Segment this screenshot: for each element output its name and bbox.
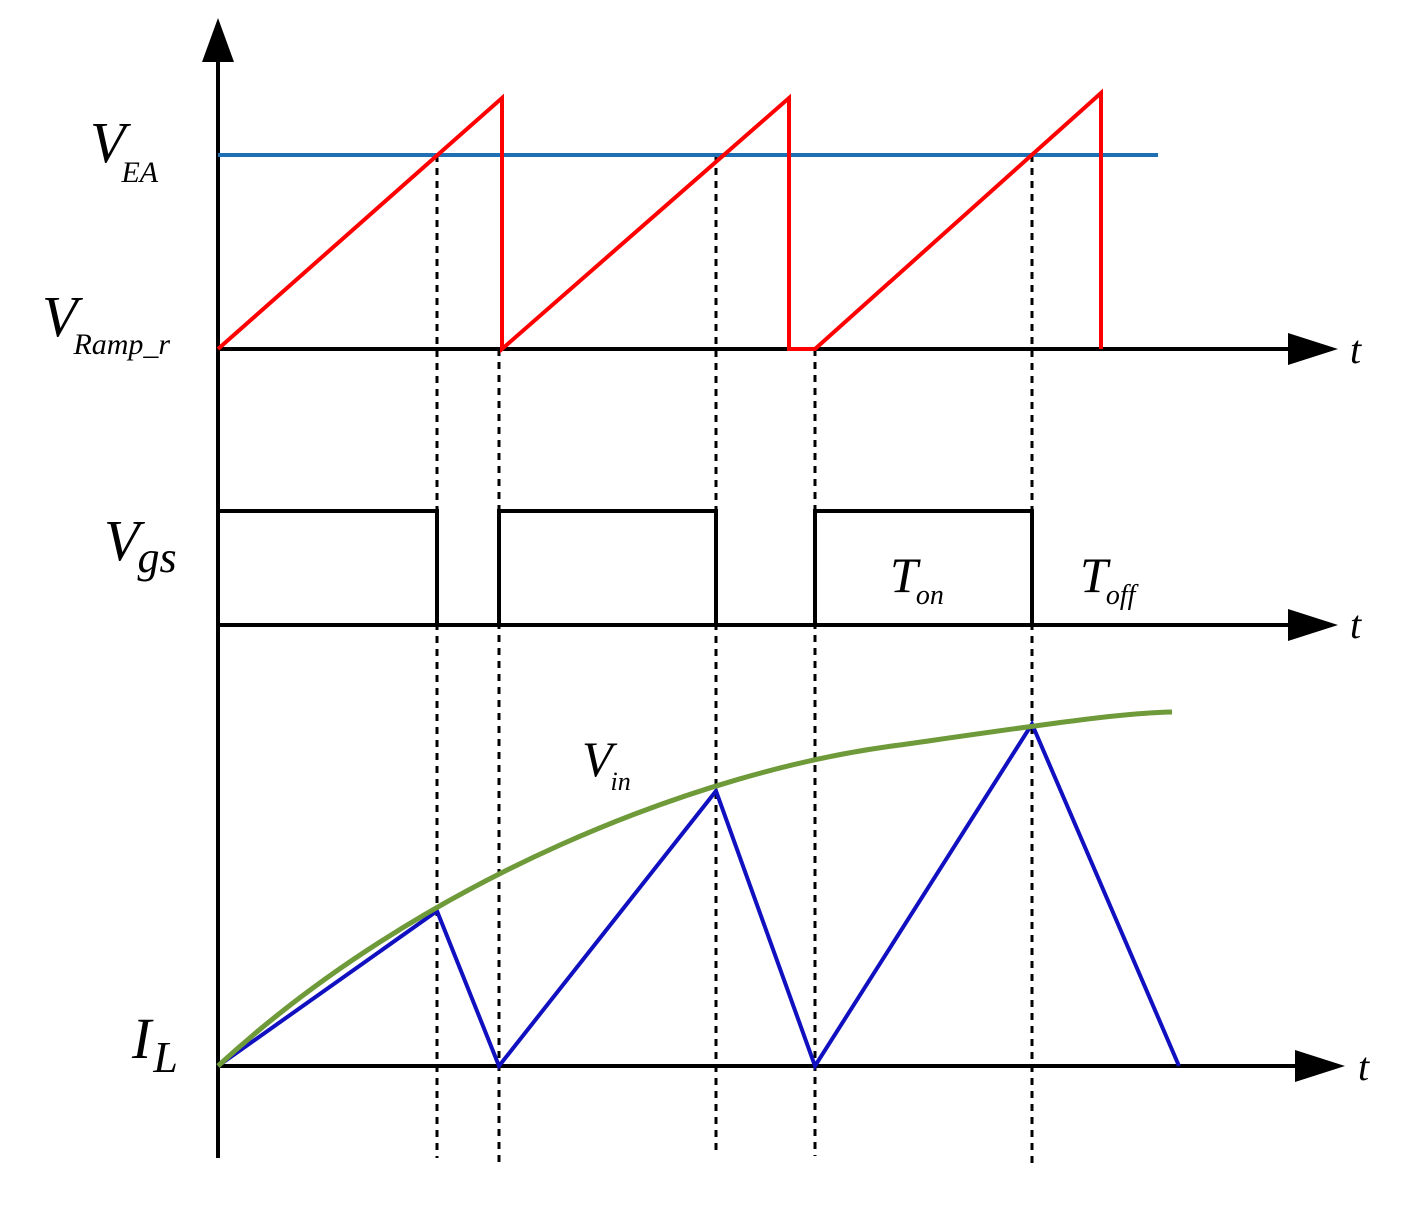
il-label: IL: [131, 1006, 178, 1082]
inductor-current-waveform: [216, 719, 1181, 1071]
vea-label: VEA: [90, 110, 159, 189]
gate-pulse-3: [813, 509, 1034, 625]
time-label-bottom: t: [1358, 1044, 1370, 1089]
ramp-waveform: [216, 88, 1103, 354]
vgs-label: Vgs: [104, 508, 177, 582]
vin-envelope-curve: [216, 709, 1173, 1068]
toff-label: Toff: [1080, 547, 1139, 611]
dashed-guides: [435, 155, 1034, 1164]
time-axis-middle-arrow-icon: [1288, 609, 1338, 641]
time-axis-bottom-arrow-icon: [1295, 1050, 1345, 1082]
vertical-axis-arrow-icon: [202, 18, 234, 62]
vramp-label: VRamp_r: [42, 284, 170, 361]
gate-pulse-2: [497, 509, 718, 625]
time-label-top: t: [1350, 327, 1362, 372]
gate-pulse-1: [218, 509, 439, 625]
vin-label: Vin: [582, 731, 631, 796]
time-axis-top-arrow-icon: [1288, 333, 1338, 365]
time-label-middle: t: [1350, 602, 1362, 647]
ton-label: Ton: [890, 547, 944, 611]
